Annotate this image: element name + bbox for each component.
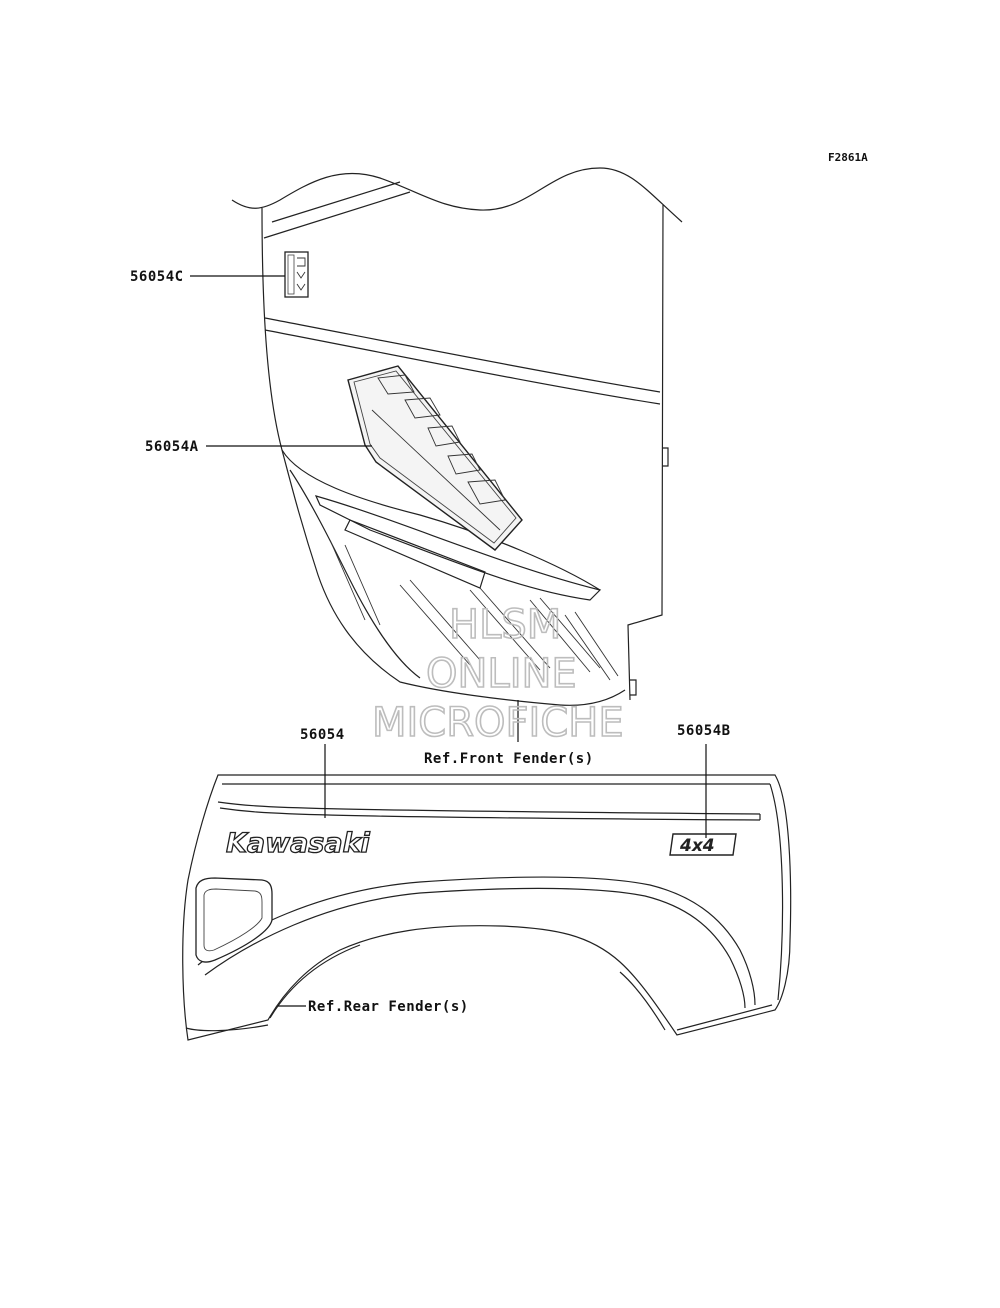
figure-code: F2861A <box>828 151 868 164</box>
label-56054b[interactable]: 56054B <box>677 723 731 739</box>
4x4-badge-text: 4x4 <box>679 836 715 856</box>
kawasaki-logo-decal: Kawasaki <box>226 828 371 859</box>
watermark-line-2: ONLINE <box>426 651 577 697</box>
decal-56054a-model-decal <box>347 365 523 551</box>
ref-rear-fender-label: Ref.Rear Fender(s) <box>308 999 469 1015</box>
front-fender-drawing <box>231 167 683 706</box>
label-56054a[interactable]: 56054A <box>145 439 199 455</box>
label-56054[interactable]: 56054 <box>300 727 345 743</box>
watermark-line-3: MICROFICHE <box>372 700 624 746</box>
label-56054c[interactable]: 56054C <box>130 269 184 285</box>
ref-front-fender-label: Ref.Front Fender(s) <box>424 751 594 767</box>
rear-fender-drawing <box>182 774 792 1041</box>
decal-56054b-4x4-badge: 4x4 <box>669 833 737 856</box>
decal-56054c-badge <box>284 251 309 298</box>
watermark-line-1: HLSM <box>449 602 561 648</box>
